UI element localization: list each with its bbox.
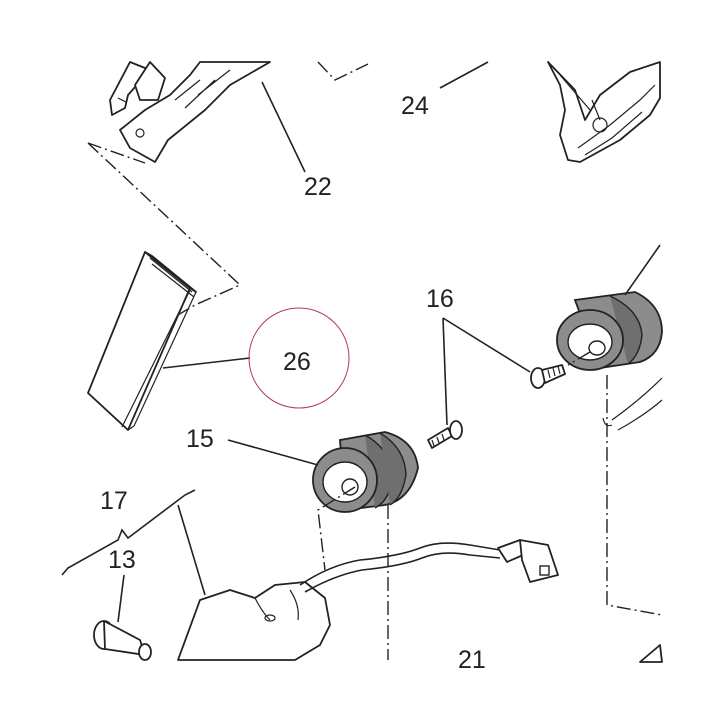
leader-22	[261, 81, 306, 173]
wires-right	[602, 377, 663, 431]
leader-16	[442, 317, 531, 426]
leader-17	[177, 504, 206, 596]
callout-15: 15	[186, 425, 214, 453]
connector-plug	[497, 539, 559, 583]
dash-right	[567, 351, 663, 616]
bulb-part-13	[93, 620, 152, 661]
edge-part-right	[639, 644, 663, 663]
part-24	[547, 61, 661, 163]
leader-right	[624, 244, 661, 296]
dash-top	[317, 61, 369, 81]
wire-21b	[304, 552, 501, 593]
screw-part-16-lower	[427, 420, 463, 449]
pad-part-26	[87, 251, 197, 431]
callout-16: 16	[426, 285, 454, 313]
lamp-housing	[177, 581, 331, 661]
bracket-17	[61, 489, 196, 576]
callout-13: 13	[108, 546, 136, 574]
leader-26	[162, 357, 251, 369]
leader-13	[117, 574, 125, 623]
callout-21: 21	[458, 646, 486, 674]
callout-24: 24	[401, 92, 429, 120]
screw-part-16-upper	[530, 364, 566, 389]
highlight-circle-26	[248, 307, 350, 409]
callout-26: 26	[283, 348, 311, 376]
wire-21	[299, 542, 501, 586]
grommet-right	[556, 291, 663, 371]
callout-22: 22	[304, 173, 332, 201]
dash-15	[317, 486, 389, 660]
callout-17: 17	[100, 487, 128, 515]
bracket-part-22	[109, 61, 271, 163]
grommet-part-15	[312, 431, 419, 513]
leader-24	[439, 61, 489, 89]
leader-15	[227, 439, 319, 466]
